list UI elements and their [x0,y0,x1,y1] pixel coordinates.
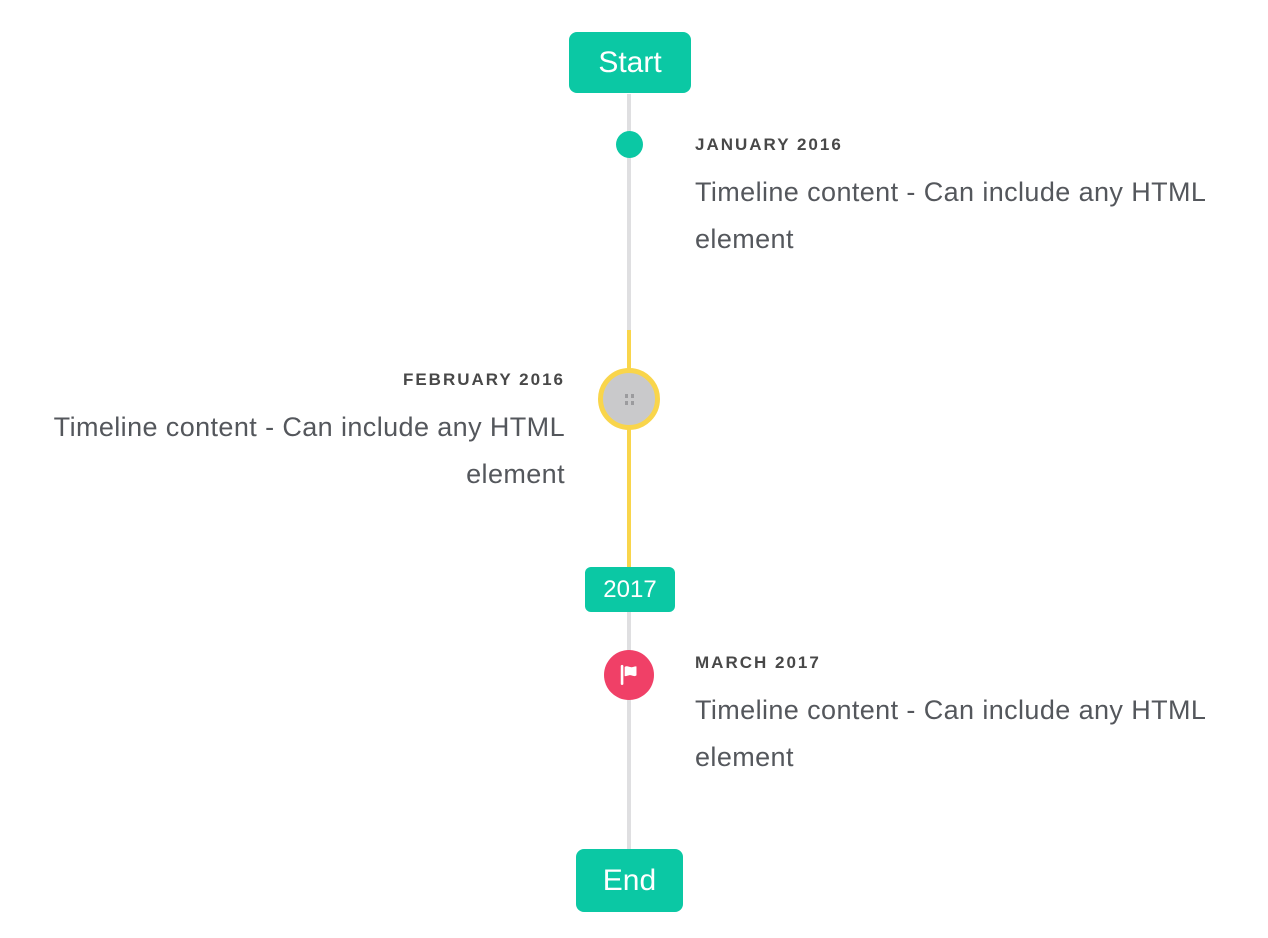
flag-icon [620,664,637,685]
event-marker-dot [616,131,643,158]
event-content: Timeline content - Can include any HTML … [695,177,1206,254]
broken-image-icon [624,393,628,398]
timeline-end-badge: End [576,849,683,912]
event-marker-image-bullet [598,368,660,430]
event-content: Timeline content - Can include any HTML … [53,412,565,489]
event-date-label: JANUARY 2016 [695,135,843,154]
timeline-year-label: 2017 [603,575,657,603]
event-february-2016: FEBRUARY 2016 Timeline content - Can inc… [30,369,565,498]
event-march-2017: MARCH 2017 Timeline content - Can includ… [695,652,1230,781]
event-date-label: FEBRUARY 2016 [402,370,565,389]
timeline-start-badge: Start [569,32,691,93]
timeline-line-highlight [627,330,631,568]
event-marker-flag-bullet [604,650,654,700]
timeline-start-label: Start [598,45,662,79]
timeline-end-label: End [602,863,657,897]
event-content: Timeline content - Can include any HTML … [695,695,1206,772]
event-january-2016: JANUARY 2016 Timeline content - Can incl… [695,134,1230,263]
timeline-year-badge: 2017 [585,567,675,612]
event-date-label: MARCH 2017 [695,653,821,672]
